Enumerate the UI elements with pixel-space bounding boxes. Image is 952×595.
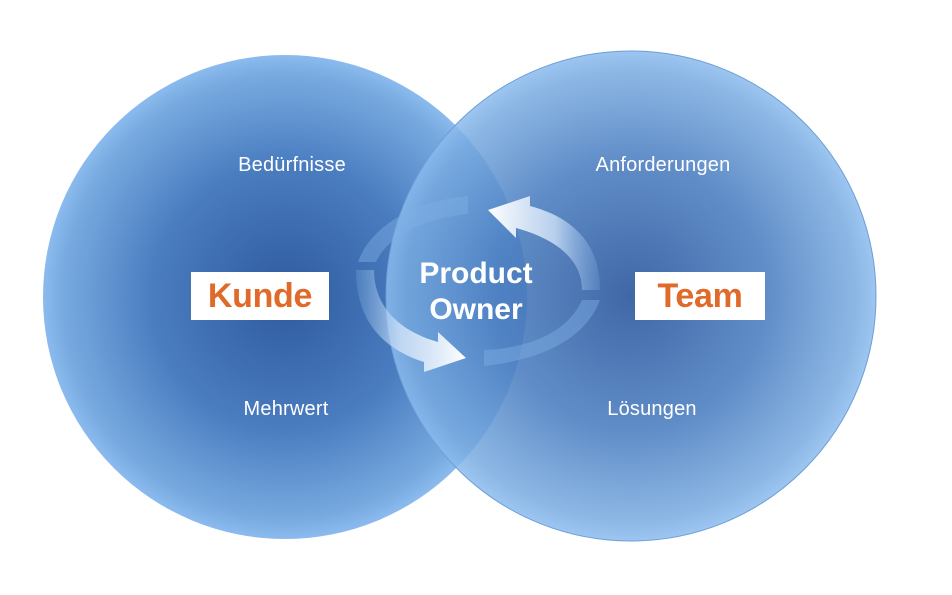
cycle-arrow-bottom-icon <box>356 270 466 372</box>
right-circle <box>385 50 877 542</box>
team-box: Team <box>635 272 765 320</box>
left-top-label: Bedürfnisse <box>238 154 346 176</box>
cycle-arrow-top-tail <box>358 196 468 262</box>
team-label: Team <box>657 276 743 315</box>
kunde-label: Kunde <box>207 276 313 315</box>
kunde-box: Kunde <box>191 272 329 320</box>
left-bottom-label: Mehrwert <box>243 398 329 420</box>
cycle-arrow-bottom-tail <box>484 300 600 366</box>
right-top-label: Anforderungen <box>595 154 731 176</box>
product-owner-line1: Product <box>419 257 533 290</box>
product-owner-line2: Owner <box>429 293 523 326</box>
product-owner-label: Product Owner <box>419 256 532 328</box>
cycle-arrow-top-icon <box>488 196 600 290</box>
right-bottom-label: Lösungen <box>607 398 697 420</box>
